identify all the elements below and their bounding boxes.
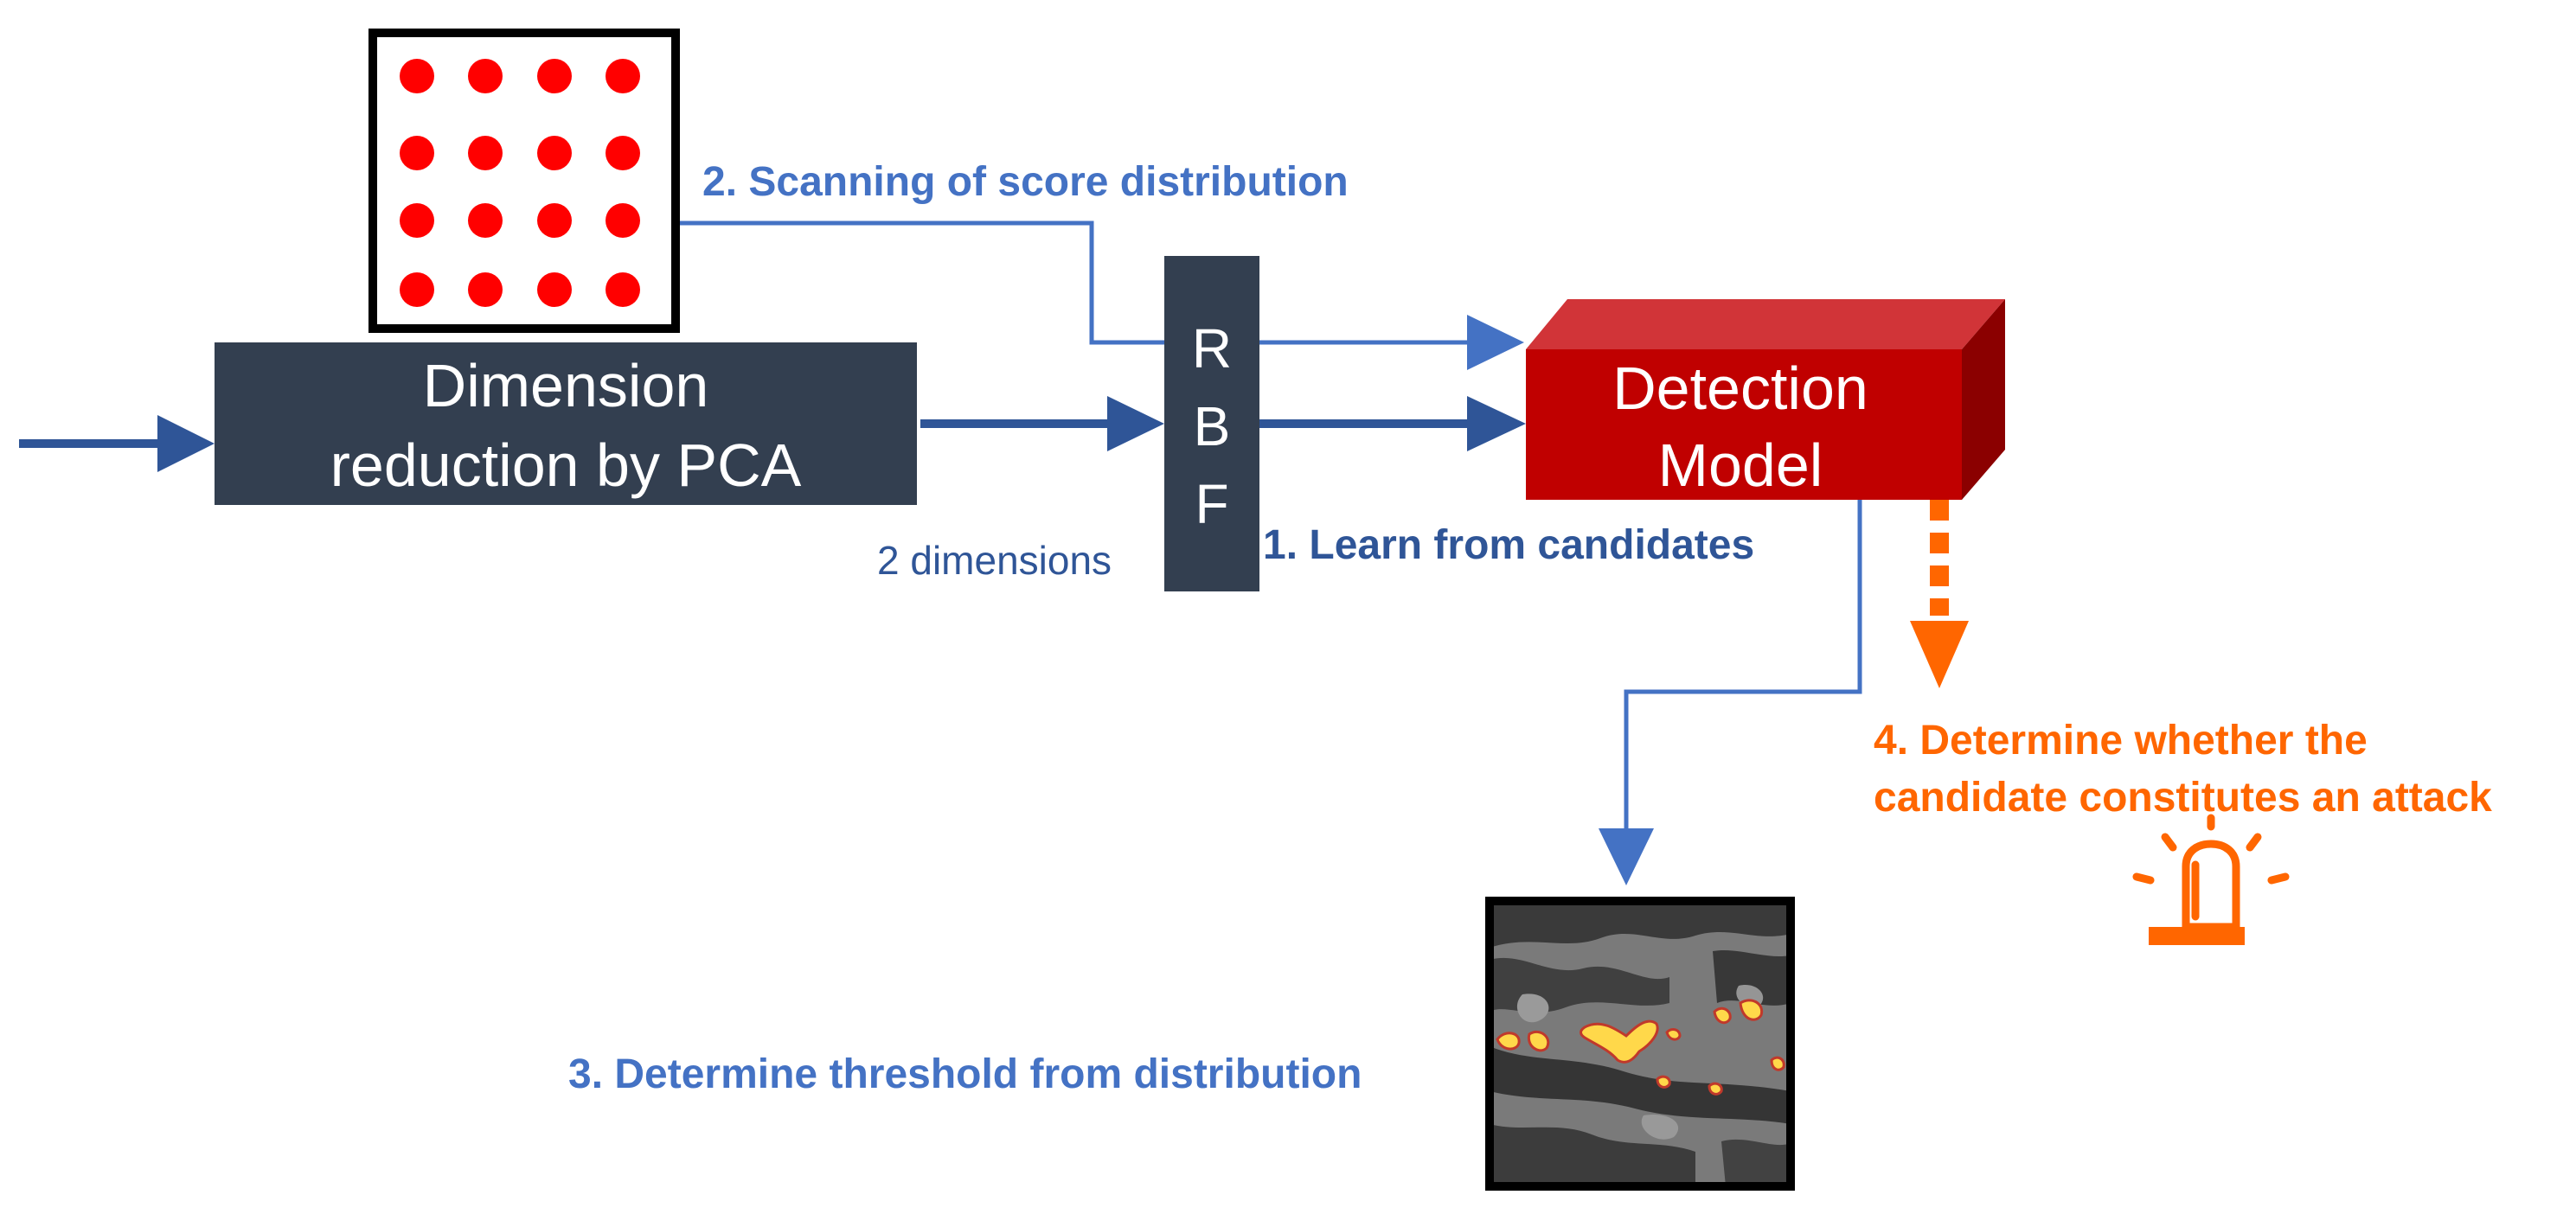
- label-step2: 2. Scanning of score distribution: [702, 159, 1349, 205]
- label-step4-line1: 4. Determine whether the: [1874, 718, 2368, 764]
- pca-box-line2: reduction by PCA: [330, 431, 802, 499]
- scanning-arrow: [680, 220, 1524, 370]
- detection-model-line1: Detection: [1612, 355, 1868, 422]
- label-step1: 1. Learn from candidates: [1263, 522, 1754, 568]
- pca-to-rbf-arrow: [920, 396, 1164, 451]
- rbf-box: R B F: [1164, 256, 1259, 591]
- pca-box: Dimension reduction by PCA: [215, 342, 917, 505]
- pca-box-line1: Dimension: [423, 352, 709, 419]
- label-step4-line2: candidate constitutes an attack: [1874, 775, 2492, 821]
- rbf-letter-f: F: [1195, 473, 1228, 535]
- rbf-letter-r: R: [1192, 317, 1232, 380]
- detection-model-box: Detection Model: [1526, 299, 2005, 500]
- dot-grid-icon: [368, 29, 680, 333]
- rbf-to-detection-arrow: [1259, 396, 1526, 451]
- alarm-siren-icon: [2132, 814, 2290, 945]
- label-step3: 3. Determine threshold from distribution: [568, 1051, 1362, 1097]
- score-heatmap-image: [1485, 897, 1795, 1191]
- threshold-arrow: [1599, 500, 1862, 885]
- detection-model-line2: Model: [1658, 431, 1823, 499]
- label-dimensions: 2 dimensions: [877, 538, 1112, 583]
- attack-decision-arrow: [1910, 500, 1969, 688]
- input-arrow: [19, 415, 215, 472]
- rbf-letter-b: B: [1194, 395, 1231, 457]
